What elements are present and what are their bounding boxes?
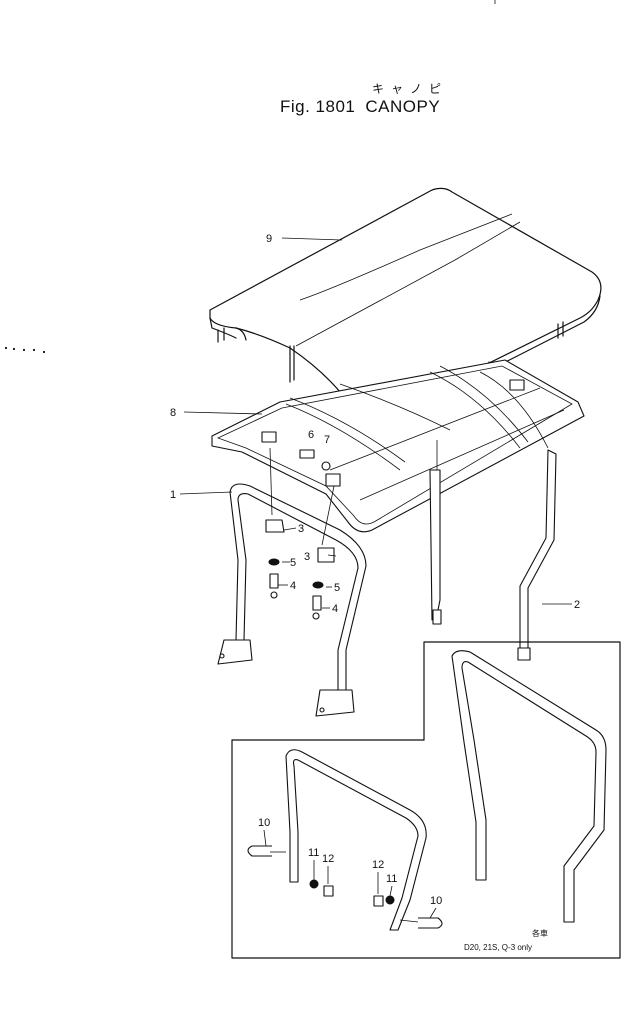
assembly-lines	[269, 440, 438, 546]
callout-3-left: 3	[298, 523, 304, 535]
callout-7: 7	[324, 434, 330, 446]
figure-title-japanese: キャノピ	[372, 82, 449, 96]
canopy-frame	[211, 359, 585, 533]
inset-hardware	[247, 845, 443, 929]
callout-11-right: 11	[386, 873, 397, 885]
inset-rear-bar	[451, 650, 607, 923]
figure-title: Fig. 1801 CANOPY	[280, 97, 450, 117]
callout-12-right: 12	[372, 859, 384, 871]
figure-name: CANOPY	[365, 97, 441, 116]
figure-number: Fig. 1801	[280, 97, 356, 116]
callout-1: 1	[170, 489, 176, 501]
front-roll-bar	[217, 483, 367, 717]
inset-frame	[231, 641, 621, 959]
callout-2: 2	[574, 599, 580, 611]
inset-note-models: D20, 21S, Q-3 only	[464, 943, 532, 952]
callout-9: 9	[266, 233, 272, 245]
callout-10-right: 10	[430, 895, 442, 907]
callout-10-left: 10	[258, 817, 270, 829]
callout-6: 6	[308, 429, 314, 441]
callout-4-right: 4	[332, 603, 338, 615]
callout-5-right: 5	[334, 582, 340, 594]
inset-note-jp: 各車	[532, 928, 548, 938]
callout-4-left: 4	[290, 580, 296, 592]
callout-12-left: 12	[322, 853, 334, 865]
callout-5-left: 5	[290, 557, 296, 569]
callout-3-right: 3	[304, 551, 310, 563]
mounting-hardware-right	[299, 449, 335, 620]
callout-8: 8	[170, 407, 176, 419]
inset-front-bar	[285, 749, 427, 931]
rear-support-post	[429, 449, 557, 661]
callout-11-left: 11	[308, 847, 319, 859]
stray-dots	[4, 346, 46, 354]
leader-lines	[179, 237, 572, 609]
mounting-hardware-left	[265, 519, 285, 599]
